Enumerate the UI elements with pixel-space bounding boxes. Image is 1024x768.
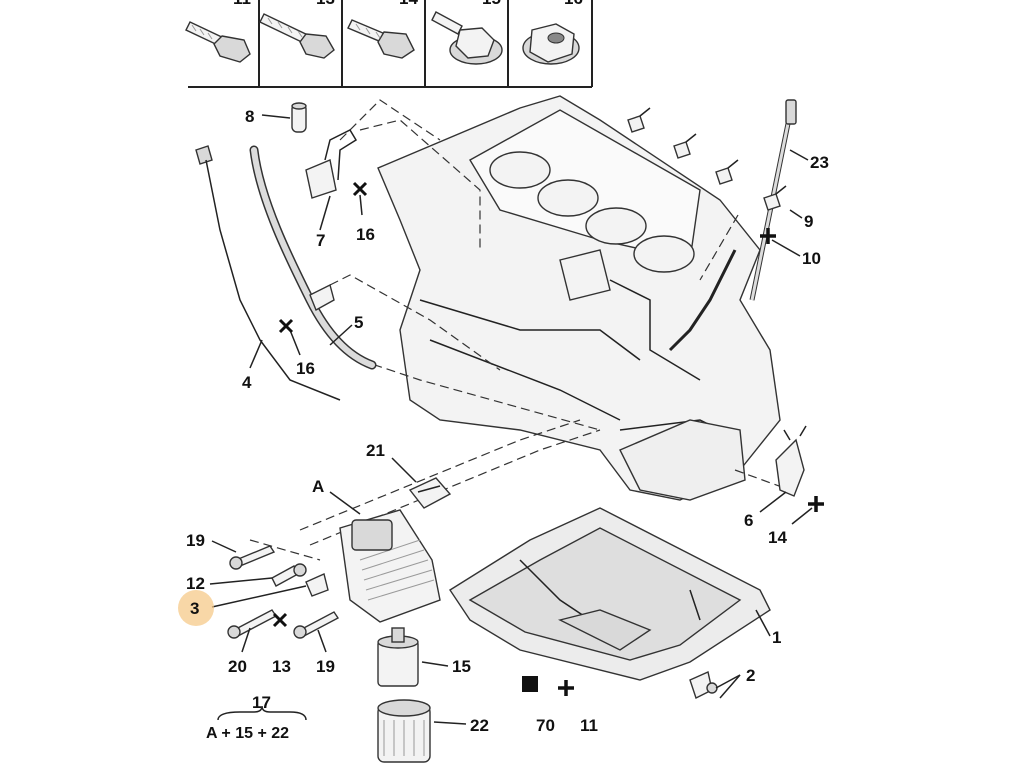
callout-6: 6 [744, 511, 753, 530]
callout-19: 19 [316, 657, 335, 676]
cross-mark-icon [272, 612, 288, 628]
callout-19: 19 [186, 531, 205, 550]
engine-block [377, 95, 781, 501]
kit-formula: A + 15 + 22 [206, 725, 289, 742]
bolt-icon [259, 13, 335, 59]
part-9-clips [627, 107, 787, 211]
callout-7: 7 [316, 231, 325, 250]
part-12-valve [271, 563, 307, 587]
part-22-filter-cap [377, 699, 431, 763]
cross-mark-icon [278, 318, 294, 334]
part-19-bolt [293, 611, 340, 639]
callout-4: 4 [242, 373, 252, 392]
part-A-filter-housing [339, 509, 441, 623]
callout-20: 20 [228, 657, 247, 676]
callout-12: 12 [186, 574, 205, 593]
callout-1: 1 [772, 628, 781, 647]
callout-2: 2 [746, 666, 755, 685]
square-mark-icon [522, 676, 538, 692]
callout-17: 17 [252, 693, 271, 712]
part-1-oil-pan [449, 507, 771, 681]
bolt-icon [185, 21, 251, 63]
part-2-drain-plug [689, 671, 718, 699]
callout-22: 22 [470, 716, 489, 735]
callout-3: 3 [190, 599, 199, 618]
bolt-icon [347, 19, 415, 59]
callout-14: 14 [768, 528, 787, 547]
part-15-filter-element [377, 627, 419, 687]
part-8-sleeve [291, 102, 307, 133]
fastener-label: 11 [233, 0, 251, 8]
part-6-bracket [775, 425, 807, 497]
part-20-bolt [227, 609, 278, 639]
callout-16: 16 [356, 225, 375, 244]
highlight-marker [178, 590, 214, 626]
callout-23: 23 [810, 153, 829, 172]
flange-bolt-icon [431, 11, 503, 65]
plus-mark-icon [558, 680, 574, 696]
part-4-dipstick [195, 145, 341, 401]
callout-9: 9 [804, 212, 813, 231]
callout-8: 8 [245, 107, 254, 126]
fastener-label: 14 [399, 0, 418, 8]
label-leaders [209, 114, 813, 725]
plus-mark-icon [760, 228, 776, 244]
fastener-table: 11 13 14 15 16 [185, 0, 593, 88]
part-7-bracket [305, 129, 358, 199]
callout-70: 70 [536, 716, 555, 735]
callout-16: 16 [296, 359, 315, 378]
assembly-guides [249, 99, 791, 561]
plus-mark-icon [808, 496, 824, 512]
fastener-label: 13 [316, 0, 335, 8]
callout-21: 21 [366, 441, 385, 460]
callout-A: A [312, 477, 324, 496]
fastener-label: 15 [482, 0, 501, 8]
part-21-gasket [408, 477, 452, 509]
part-5-dipstick-tube [249, 145, 377, 370]
part-19-bolt [229, 545, 276, 570]
cross-mark-icon [352, 181, 368, 197]
fastener-label: 16 [564, 0, 583, 8]
flange-nut-icon [522, 23, 580, 65]
part-3-sensor [305, 573, 329, 597]
callout-5: 5 [354, 313, 363, 332]
callout-15: 15 [452, 657, 471, 676]
callout-11: 11 [580, 716, 598, 735]
callout-13: 13 [272, 657, 291, 676]
callout-10: 10 [802, 249, 821, 268]
